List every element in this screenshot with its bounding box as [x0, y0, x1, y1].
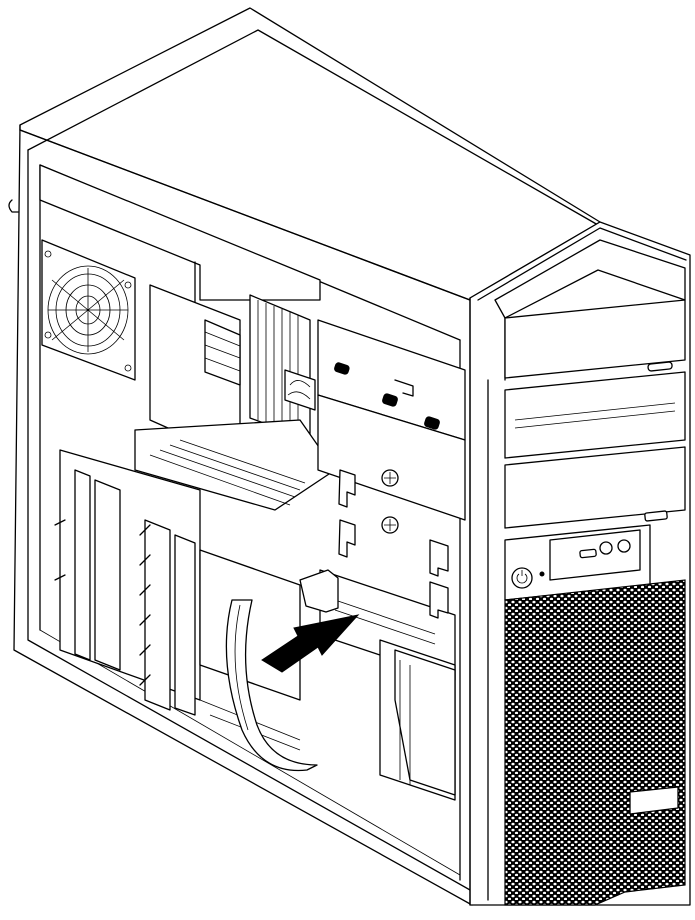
chassis	[8, 7, 601, 906]
front-bezel	[469, 221, 691, 906]
fan-icon	[41, 239, 136, 381]
arrow-toward-rear	[261, 614, 360, 673]
optical-drive-upper	[504, 299, 686, 379]
memory-slots	[249, 294, 311, 441]
callout-arrow	[261, 614, 360, 673]
latch-handle	[299, 569, 339, 613]
top-inner-edge	[27, 29, 599, 226]
usb-port-icon-front[interactable]	[579, 548, 597, 559]
drive-bay-third	[504, 446, 686, 529]
front-mesh-grille	[504, 579, 686, 906]
motherboard	[134, 284, 336, 511]
usb-port-icon[interactable]	[644, 510, 668, 522]
rear-latch	[8, 199, 19, 213]
drive-latch-top	[429, 539, 449, 577]
power-button-icon[interactable]	[511, 567, 533, 589]
headphone-jack-icon[interactable]	[617, 539, 631, 553]
drive-cage	[317, 319, 466, 558]
bezel-badge	[629, 786, 679, 815]
top-panel	[19, 7, 601, 301]
drive-latch	[429, 581, 449, 619]
ribbon-cable	[225, 599, 318, 772]
hard-drive-bracket	[299, 539, 456, 801]
optical-drive-lower	[504, 371, 686, 459]
cpu-heatsink	[134, 419, 336, 511]
eject-button-upper[interactable]	[647, 361, 673, 372]
expansion-card-bay	[54, 449, 301, 751]
microphone-jack-icon[interactable]	[599, 541, 613, 555]
